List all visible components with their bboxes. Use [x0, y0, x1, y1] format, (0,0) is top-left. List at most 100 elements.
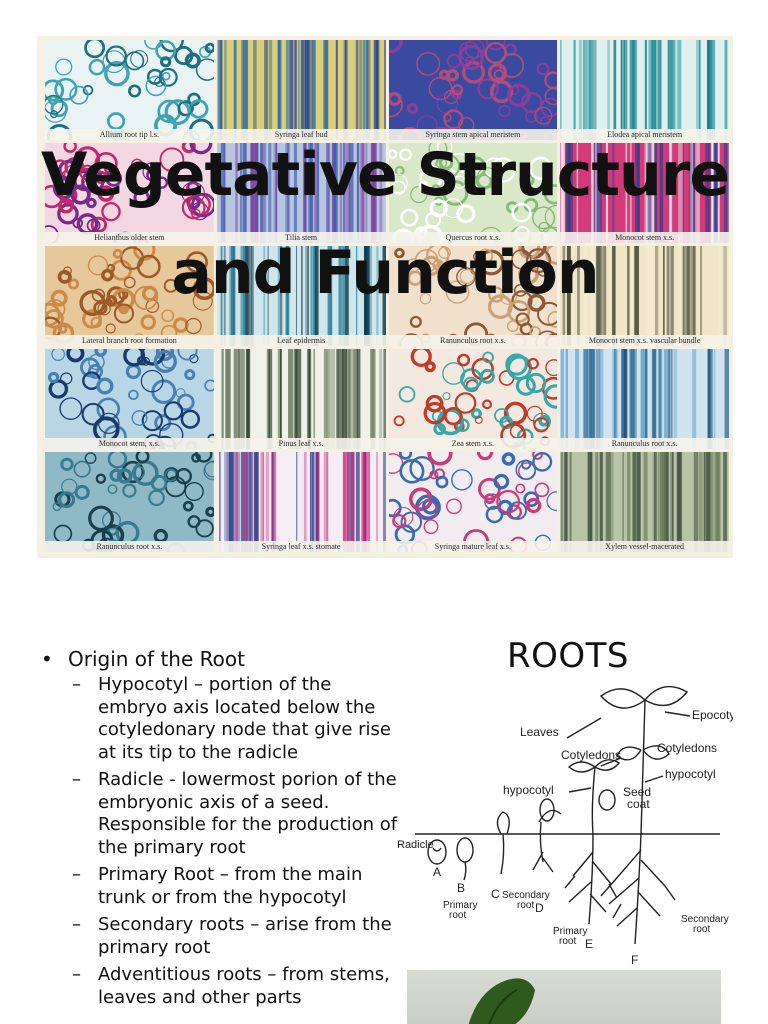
micrograph-image — [388, 40, 558, 140]
micrograph-tile: Monocot stem x.s. vascular bundle — [560, 246, 729, 346]
leaf-shape — [468, 978, 535, 1024]
micrograph-image — [388, 143, 558, 243]
root-b — [463, 861, 467, 881]
micrograph-image — [388, 349, 558, 449]
label-cotyledons-left: Cotyledons — [561, 748, 621, 762]
micrograph-image — [45, 40, 214, 140]
micrograph-caption: Tilia stem — [285, 233, 318, 242]
micrograph-tile: Pinus leaf x.s. — [216, 349, 386, 449]
label-secondary-root-1b: root — [517, 900, 534, 911]
leaf-f-left — [599, 688, 646, 709]
micrograph-tile: Ranunculus root x.s. — [45, 452, 214, 552]
micrograph-tile: Syringa stem apical meristem — [388, 40, 558, 140]
label-secondary-root-2b: root — [693, 924, 710, 935]
leader-cotyledons — [600, 757, 622, 767]
seedling-c — [496, 811, 510, 835]
micrograph-caption: Syringa stem apical meristem — [425, 130, 521, 139]
sub-bullet-adventitious-roots: Adventitious roots – from stems, leaves … — [68, 964, 401, 1009]
micrograph-image — [216, 40, 386, 140]
label-hypocotyl-right: hypocotyl — [665, 767, 716, 781]
micrograph-image — [45, 452, 214, 552]
label-seed: Seed — [623, 785, 651, 799]
micrograph-image — [560, 349, 729, 449]
micrograph-caption: Zea stem x.s. — [451, 439, 494, 448]
label-hypocotyl-left: hypocotyl — [503, 783, 554, 797]
leaf-photo-graphic — [468, 978, 535, 1024]
label-stage-f: F — [631, 953, 638, 967]
label-stage-b: B — [457, 881, 465, 895]
leaf-f-right — [644, 685, 689, 707]
roots-f — [600, 833, 676, 945]
cotyledons-f — [616, 745, 670, 761]
micrograph-image — [216, 349, 386, 449]
sub-bullet-list: Hypocotyl – portion of the embryo axis l… — [68, 674, 401, 1009]
micrograph-caption: Leaf epidermis — [277, 336, 326, 345]
label-primary-root-1b: root — [449, 910, 466, 921]
label-stage-c: C — [491, 887, 500, 901]
leader-hypocotyl — [568, 787, 592, 793]
micrograph-image — [560, 452, 729, 552]
label-stage-e: E — [585, 937, 593, 951]
micrograph-tile: Helianthus older stem — [45, 143, 214, 243]
micrograph-tile: Elodea apical meristem — [560, 40, 729, 140]
sub-bullet-radicle: Radicle - lowermost porion of the embryo… — [68, 769, 401, 859]
micrograph-image — [388, 246, 558, 346]
seedling-photo — [407, 970, 721, 1024]
label-cotyledons-right: Cotyledons — [657, 741, 717, 755]
micrograph-tile: Ranunculus root x.s. — [560, 349, 729, 449]
micrograph-caption: Allium root tip l.s. — [99, 130, 160, 139]
micrograph-caption: Elodea apical meristem — [607, 130, 683, 139]
seed-a — [427, 839, 447, 865]
micrograph-caption: Monocot stem, x.s. — [98, 439, 160, 448]
micrograph-image — [45, 349, 214, 449]
micrograph-image — [560, 143, 729, 243]
micrograph-image — [45, 143, 214, 243]
sub-bullet-hypocotyl: Hypocotyl – portion of the embryo axis l… — [68, 674, 401, 764]
leaf-vein — [488, 989, 518, 1024]
seed-a-detail — [432, 847, 442, 852]
micrograph-tile: Syringa mature leaf x.s. — [388, 452, 558, 552]
micrograph-caption: Monocot stem x.s. vascular bundle — [588, 336, 701, 345]
seedling-d-seed — [539, 798, 555, 822]
stem-e — [591, 766, 596, 835]
micrograph-caption: Syringa leaf x.s. stomate — [261, 542, 341, 551]
root-d — [532, 821, 554, 873]
micrograph-tile: Quercus root x.s. — [388, 143, 558, 243]
seedling-d-hook — [538, 809, 562, 823]
micrograph-caption: Monocot stem x.s. — [615, 233, 675, 242]
micrograph-image — [560, 40, 729, 140]
sub-bullet-secondary-roots: Secondary roots – arise from the primary… — [68, 914, 401, 959]
micrograph-image — [560, 246, 729, 346]
micrograph-caption: Syringa leaf bud — [274, 130, 328, 139]
micrograph-caption: Helianthus older stem — [94, 233, 165, 242]
micrograph-tile: Monocot stem, x.s. — [45, 349, 214, 449]
label-secondary-root-2a: Secondary — [681, 914, 729, 925]
label-coat: coat — [627, 797, 650, 811]
label-primary-root-1a: Primary — [443, 900, 477, 911]
micrograph-caption: Ranunculus root x.s. — [96, 542, 163, 551]
stem-f — [640, 699, 646, 835]
label-radicle: Radicle — [397, 839, 434, 851]
label-stage-d: D — [535, 901, 544, 915]
micrograph-caption: Ranunculus root x.s. — [611, 439, 678, 448]
label-primary-root-2b: root — [559, 936, 576, 947]
micrograph-caption: Syringa mature leaf x.s. — [434, 542, 511, 551]
roots-slide: ROOTS Origin of the Root Hypocotyl – por… — [37, 600, 733, 1024]
leader-epocotyl — [664, 711, 691, 717]
root-c — [500, 833, 505, 875]
micrograph-tile: Syringa leaf bud — [216, 40, 386, 140]
micrograph-caption: Ranunculus root x.s. — [439, 336, 506, 345]
label-stage-a: A — [433, 865, 441, 879]
micrograph-image — [388, 452, 558, 552]
micrograph-image — [216, 143, 386, 243]
leader-hypocotyl-f — [644, 775, 664, 783]
micrograph-tile: Allium root tip l.s. — [45, 40, 214, 140]
micrograph-caption: Xylem vessel-macerated — [605, 542, 685, 551]
micrograph-tile: Ranunculus root x.s. — [388, 246, 558, 346]
micrograph-tile: Syringa leaf x.s. stomate — [216, 452, 386, 552]
micrograph-image — [216, 246, 386, 346]
micrograph-caption: Lateral branch root formation — [81, 336, 177, 345]
label-leaves: Leaves — [520, 725, 559, 739]
bullet-list: Origin of the Root Hypocotyl – portion o… — [41, 646, 401, 1014]
